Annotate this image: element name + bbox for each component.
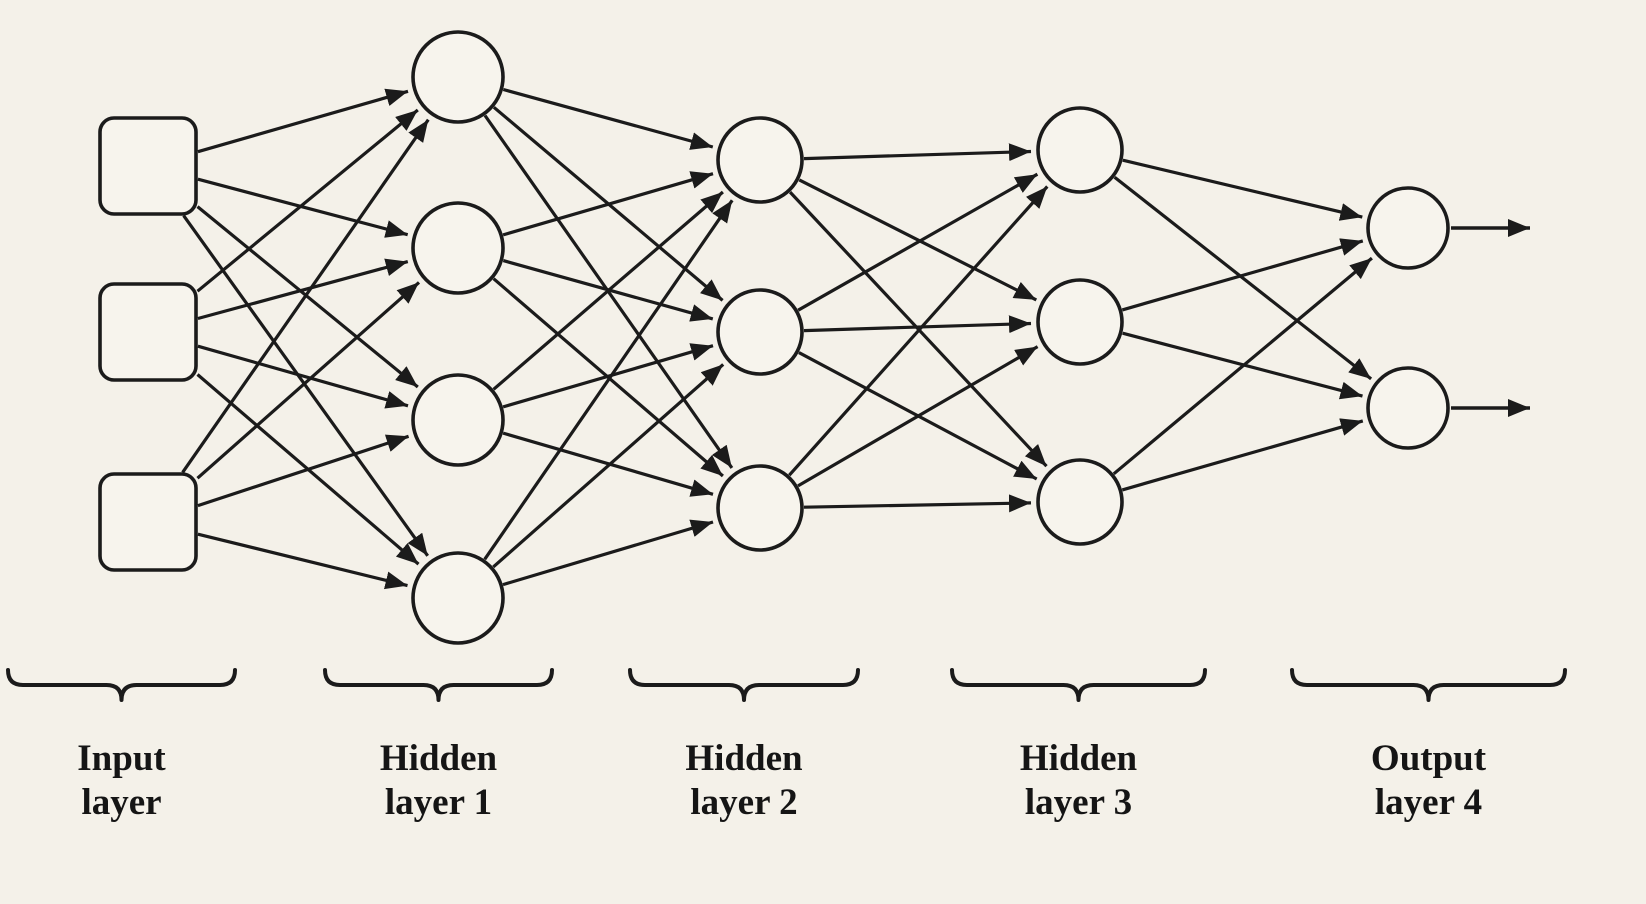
output-layer-label-line1: Output: [1371, 738, 1487, 779]
hidden-layer-3-node-2: [1036, 278, 1124, 366]
connection-edge: [502, 519, 714, 587]
input-layer-node-2: [98, 282, 198, 382]
connection-edge: [1121, 418, 1364, 492]
output-layer-node-2: [1366, 366, 1450, 450]
hidden-layer-1-node-3: [411, 373, 505, 467]
connection-edge: [483, 199, 734, 561]
input-layer-node-3: [98, 472, 198, 572]
output-layer-label-line2: layer 4: [1375, 782, 1482, 823]
hidden-layer-2-label-line1: Hidden: [685, 738, 803, 779]
input-layer-label-line1: Input: [77, 738, 166, 779]
hidden-layer-1-node-1: [411, 30, 505, 124]
connection-edge: [803, 315, 1032, 334]
connection-edge: [492, 190, 724, 391]
hidden-layer-3-label-line1: Hidden: [1020, 738, 1138, 779]
connection-edge: [798, 178, 1038, 302]
connection-edge: [788, 185, 1049, 477]
connection-edge: [492, 363, 725, 569]
connection-edge: [803, 143, 1032, 162]
hidden-layer-1-label-line1: Hidden: [380, 738, 498, 779]
braces-group: [6, 668, 1567, 702]
hidden-layer-1-node-2: [411, 201, 505, 295]
hidden-layer-2-label-line2: layer 2: [690, 782, 797, 823]
hidden-layer-2-node-3: [716, 464, 804, 552]
output-layer-node-1: [1366, 186, 1450, 270]
input-layer-label-line2: layer: [81, 782, 161, 823]
hidden-layer-3-brace: [950, 668, 1207, 702]
edges-group: [181, 87, 1530, 590]
connection-edge: [502, 171, 714, 237]
connection-edge: [502, 87, 714, 150]
hidden-layer-1-brace: [323, 668, 554, 702]
connection-edge: [197, 344, 409, 409]
connection-edge: [197, 434, 410, 508]
connection-edge: [197, 177, 409, 238]
hidden-layer-1-label-line2: layer 1: [385, 782, 492, 823]
connection-edge: [181, 118, 430, 474]
connection-edge: [1122, 158, 1363, 221]
connection-edge: [1112, 256, 1373, 476]
input-layer-brace: [6, 668, 237, 702]
hidden-layer-2-node-2: [716, 288, 804, 376]
nodes-group: [98, 30, 1450, 645]
input-layer-node-1: [98, 116, 198, 216]
connection-edge: [197, 532, 408, 590]
hidden-layer-3-node-3: [1036, 458, 1124, 546]
connection-edge: [1121, 238, 1364, 312]
connection-edge: [797, 172, 1039, 312]
hidden-layer-3-node-1: [1036, 106, 1124, 194]
connection-edge: [182, 214, 429, 557]
output-layer-brace: [1290, 668, 1567, 702]
hidden-layer-2-node-1: [716, 116, 804, 204]
connection-edge: [196, 108, 419, 293]
connection-edge: [196, 205, 419, 389]
connection-edge: [196, 281, 421, 480]
connection-edge: [803, 494, 1032, 513]
hidden-layer-2-brace: [628, 668, 860, 702]
connection-edge: [197, 88, 409, 154]
connection-edge: [797, 345, 1039, 488]
hidden-layer-3-label-line2: layer 3: [1025, 782, 1132, 823]
connection-edge: [197, 258, 409, 321]
connection-edge: [502, 343, 714, 409]
connection-edge: [1113, 175, 1373, 381]
hidden-layer-1-node-4: [411, 551, 505, 645]
